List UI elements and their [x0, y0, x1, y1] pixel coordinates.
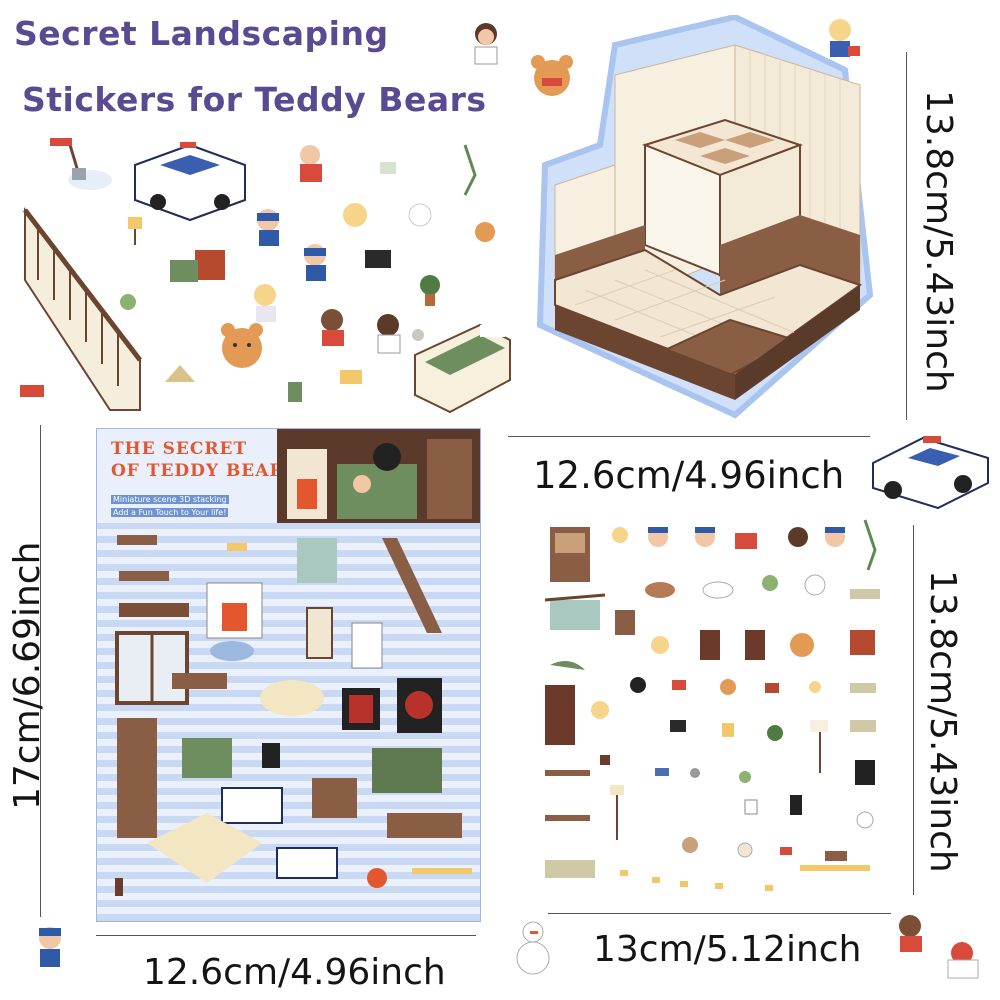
- characters-sticker-bottom-right: [899, 915, 979, 979]
- sticker-sheet-right: [544, 519, 880, 891]
- dimension-label-right-sheet-height: 13.8cm/5.43inch: [922, 570, 963, 873]
- staircase-sticker: [23, 207, 142, 411]
- sheet-header-scene: [277, 429, 480, 523]
- sticker-sheet-left: THE SECRET OF TEDDY BEARS Miniature scen…: [96, 428, 481, 922]
- dimension-line-right-sheet-width: [548, 913, 891, 914]
- sheet-header: THE SECRET OF TEDDY BEARS Miniature scen…: [97, 429, 480, 523]
- dimension-line-left-sheet-height: [40, 425, 41, 917]
- character-row: [612, 519, 877, 571]
- dimension-label-left-sheet-width: 12.6cm/4.96inch: [143, 952, 446, 993]
- small-item-stickers: [20, 144, 495, 402]
- police-car-sticker: [134, 142, 246, 222]
- sheet-subtitle: Miniature scene 3D stacking: [111, 495, 229, 504]
- dimension-line-top-room-width: [508, 436, 870, 437]
- sheet-left-stickers: [115, 535, 472, 896]
- armchair-sticker: [170, 250, 225, 282]
- product-title-line2: Stickers for Teddy Bears: [22, 80, 487, 119]
- loose-stickers-top-left: [20, 138, 511, 414]
- police-car-sticker-right: [872, 436, 989, 510]
- dimension-label-left-sheet-height: 17cm/6.69inch: [7, 541, 48, 810]
- character-stickers: [254, 145, 424, 354]
- dimension-line-right-sheet-height: [913, 525, 914, 895]
- police-officer-sticker: [39, 927, 61, 967]
- dimension-label-right-sheet-width: 13cm/5.12inch: [593, 929, 862, 970]
- sheet-brand-line1: THE SECRET: [111, 439, 248, 459]
- bed-sticker: [414, 323, 511, 414]
- doctor-sticker: [474, 23, 498, 65]
- shovel-sticker: [50, 138, 112, 190]
- dimension-line-left-sheet-width: [96, 935, 476, 936]
- snowman-sticker: [516, 921, 550, 975]
- dimension-line-top-room-height: [906, 52, 907, 420]
- sheet-tagline: Add a Fun Touch to Your life!: [111, 508, 229, 517]
- dimension-label-top-room-height: 13.8cm/5.43inch: [918, 90, 959, 393]
- teddy-bear-sticker: [221, 323, 263, 368]
- boy-sticker-top-right: [829, 19, 860, 57]
- dimension-label-top-room-width: 12.6cm/4.96inch: [533, 454, 845, 497]
- teddy-bear-sticker-top: [531, 55, 573, 96]
- isometric-room-sticker: [536, 15, 874, 419]
- product-title-line1: Secret Landscaping: [14, 14, 389, 53]
- sheet-brand-line2: OF TEDDY BEARS: [111, 461, 298, 481]
